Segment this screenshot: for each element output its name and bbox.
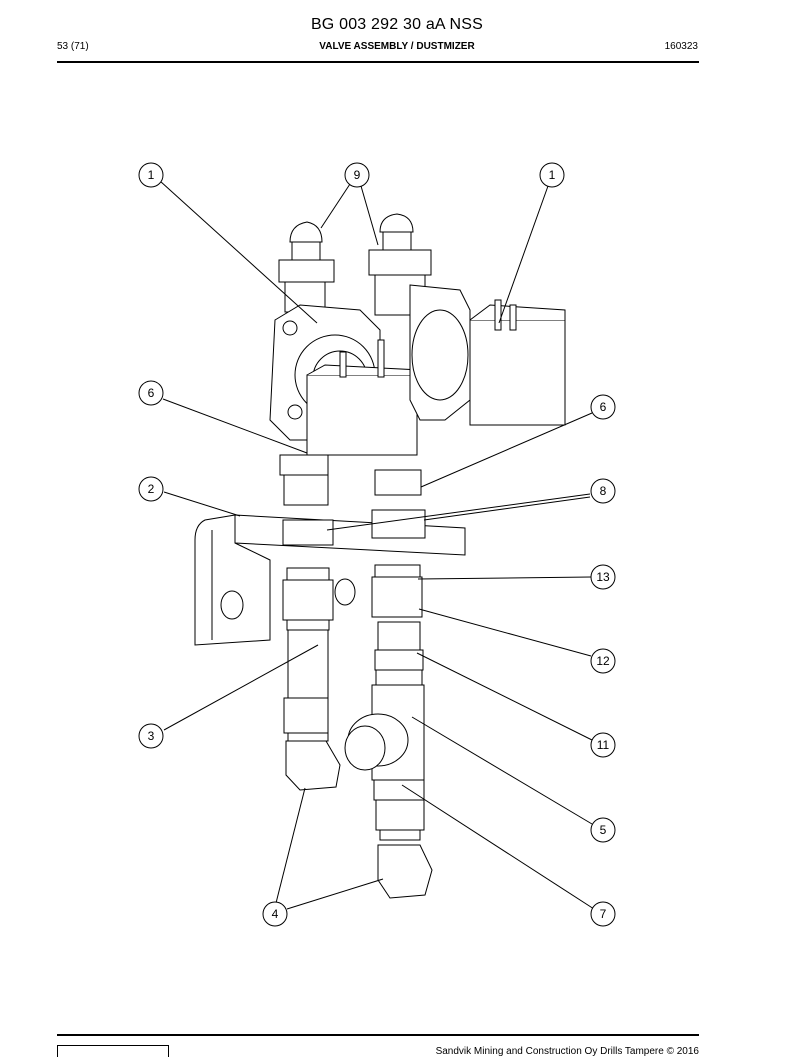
right-pipe-stack — [344, 213, 433, 899]
callout-3: 3 — [138, 723, 164, 749]
section-title: VALVE ASSEMBLY / DUSTMIZER — [319, 41, 475, 52]
svg-text:4: 4 — [272, 907, 279, 921]
callout-12: 12 — [590, 648, 616, 674]
svg-text:5: 5 — [600, 823, 607, 837]
document-id: BG 003 292 30 aA NSS — [310, 16, 484, 33]
svg-text:7: 7 — [600, 907, 607, 921]
svg-text:3: 3 — [148, 729, 155, 743]
callout-9: 9 — [344, 162, 370, 188]
footer-rule — [57, 1034, 699, 1036]
svg-text:13: 13 — [596, 570, 610, 584]
callout-6-left: 6 — [138, 380, 164, 406]
callout-1-left: 1 — [138, 162, 164, 188]
callout-4: 4 — [262, 901, 288, 927]
header-rule — [57, 61, 699, 63]
callout-7: 7 — [590, 901, 616, 927]
svg-text:8: 8 — [600, 484, 607, 498]
callout-11: 11 — [590, 732, 616, 758]
callout-8: 8 — [590, 478, 616, 504]
callout-13: 13 — [590, 564, 616, 590]
left-pipe-stack — [278, 221, 341, 791]
callout-balloons: 1 9 1 6 6 2 8 13 — [138, 162, 616, 927]
callout-5: 5 — [590, 817, 616, 843]
callout-2: 2 — [138, 476, 164, 502]
svg-text:12: 12 — [596, 654, 610, 668]
copyright-text: Sandvik Mining and Construction Oy Drill… — [435, 1046, 699, 1057]
leader-lines — [159, 180, 595, 910]
left-valve-body — [269, 304, 421, 456]
svg-text:1: 1 — [148, 168, 155, 182]
sandvik-logo — [57, 1045, 169, 1057]
right-valve-body — [409, 284, 566, 426]
svg-text:9: 9 — [354, 168, 361, 182]
date-code: 160323 — [664, 41, 698, 52]
callout-6-right: 6 — [590, 394, 616, 420]
svg-text:1: 1 — [549, 168, 556, 182]
svg-text:2: 2 — [148, 482, 155, 496]
svg-text:11: 11 — [597, 738, 610, 752]
svg-text:6: 6 — [600, 400, 607, 414]
svg-text:6: 6 — [148, 386, 155, 400]
page-number: 53 (71) — [57, 41, 89, 52]
callout-1-right: 1 — [539, 162, 565, 188]
